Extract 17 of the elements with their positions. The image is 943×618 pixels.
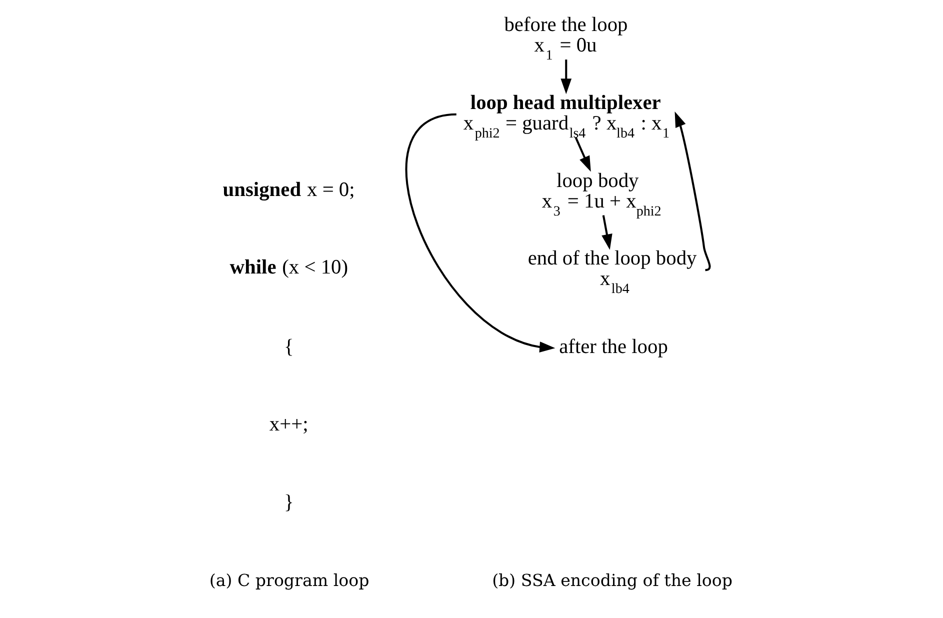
- label: x++;: [268, 414, 308, 436]
- label: unsigned x = 0;: [222, 178, 354, 201]
- arrow: [601, 215, 612, 250]
- arrow: [574, 137, 590, 172]
- label: }: [284, 492, 294, 514]
- node-text: loop head multiplexer x$_{phi2}$ = guard$_{ls4}$ ? x$_{lb4}$ : x$_{1}$: [462, 92, 670, 142]
- node-text: end of the loop body x$_{lb4}$: [527, 248, 696, 298]
- label: (a) C program loop: [208, 570, 369, 590]
- node-text: before the loop x$_{1}$ = 0u: [504, 14, 628, 64]
- arrow: [674, 111, 710, 272]
- arrow: [560, 60, 572, 94]
- label: (b) SSA encoding of the loop: [492, 570, 732, 590]
- node-text: loop body x$_{3}$ = 1u + x$_{phi2}$: [541, 170, 661, 220]
- arrow: [404, 113, 555, 352]
- label: {: [284, 336, 294, 358]
- node-text: after the loop: [558, 336, 668, 358]
- label: while (x < 10): [229, 256, 348, 279]
